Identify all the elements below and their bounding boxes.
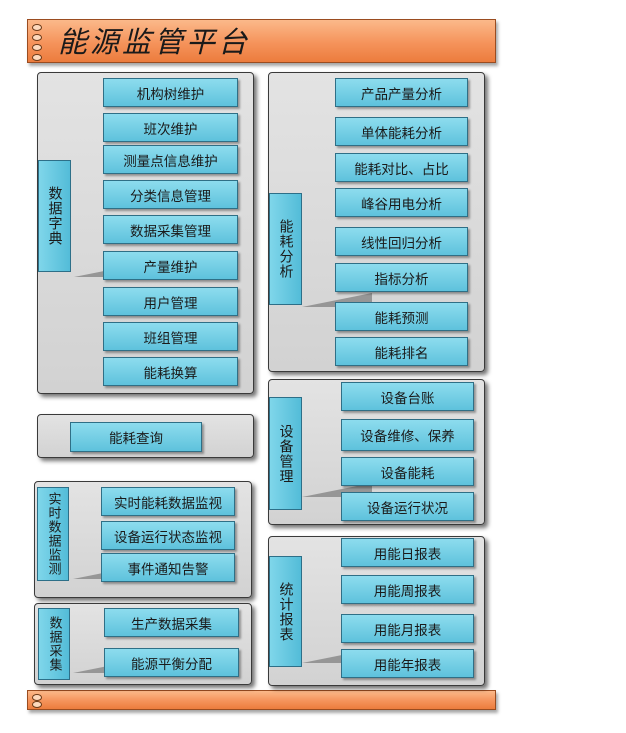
category-equipment: 设备管理 [269,397,302,510]
item-energy-forecast[interactable]: 能耗预测 [335,302,468,331]
scroll-ring-icon [32,24,42,31]
scroll-ring-icon [32,44,42,51]
category-data-dictionary: 数据字典 [38,160,71,272]
item-data-collection-mgmt[interactable]: 数据采集管理 [103,215,238,244]
item-equipment-ledger[interactable]: 设备台账 [341,382,474,411]
item-equipment-maintenance[interactable]: 设备维修、保养 [341,419,474,451]
item-indicator-analysis[interactable]: 指标分析 [335,263,468,292]
item-equipment-energy[interactable]: 设备能耗 [341,457,474,486]
item-category-info[interactable]: 分类信息管理 [103,180,238,209]
item-energy-query[interactable]: 能耗查询 [70,422,202,452]
item-measure-point[interactable]: 测量点信息维护 [103,145,238,174]
item-production-collection[interactable]: 生产数据采集 [104,608,239,637]
item-energy-ranking[interactable]: 能耗排名 [335,337,468,366]
item-equipment-status-monitor[interactable]: 设备运行状态监视 [101,521,235,550]
item-realtime-energy[interactable]: 实时能耗数据监视 [101,487,235,516]
item-weekly-report[interactable]: 用能周报表 [341,575,474,604]
item-org-tree[interactable]: 机构树维护 [103,78,238,107]
item-user-mgmt[interactable]: 用户管理 [103,287,238,316]
item-product-output-analysis[interactable]: 产品产量分析 [335,78,468,107]
item-energy-conversion[interactable]: 能耗换算 [103,357,238,386]
scroll-ring-icon [32,694,42,701]
item-linear-regression[interactable]: 线性回归分析 [335,227,468,256]
item-unit-energy-analysis[interactable]: 单体能耗分析 [335,117,468,146]
item-team-mgmt[interactable]: 班组管理 [103,322,238,351]
page-title: 能源监管平台 [58,25,251,59]
title-banner: 能源监管平台 [27,19,496,63]
item-monthly-report[interactable]: 用能月报表 [341,614,474,643]
category-realtime: 实时数据监测 [37,487,69,581]
category-collection: 数据采集 [38,608,70,680]
item-peak-valley-analysis[interactable]: 峰谷用电分析 [335,188,468,217]
item-event-alarm[interactable]: 事件通知告警 [101,553,235,582]
item-equipment-running-status[interactable]: 设备运行状况 [341,492,474,521]
item-energy-balance[interactable]: 能源平衡分配 [104,648,239,677]
category-analysis: 能耗分析 [269,193,302,305]
item-yearly-report[interactable]: 用能年报表 [341,649,474,678]
scroll-ring-icon [32,701,42,708]
item-output[interactable]: 产量维护 [103,251,238,280]
item-energy-comparison[interactable]: 能耗对比、占比 [335,153,468,182]
scroll-ring-icon [32,34,42,41]
category-reports: 统计报表 [269,556,302,667]
footer-banner [27,690,496,710]
item-shift[interactable]: 班次维护 [103,113,238,142]
item-daily-report[interactable]: 用能日报表 [341,538,474,567]
scroll-ring-icon [32,54,42,61]
